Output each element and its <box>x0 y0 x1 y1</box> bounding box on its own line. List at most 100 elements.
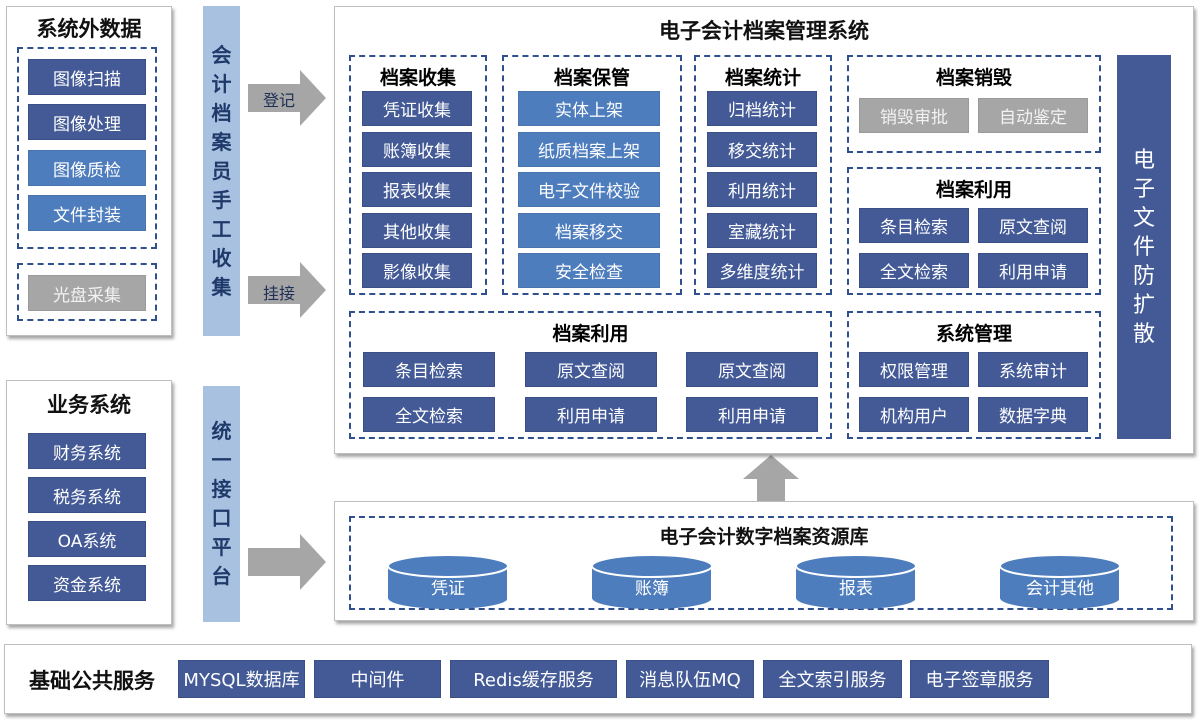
anti-spread-char: 电 <box>1132 147 1155 173</box>
unified-interface-bar: 统 一 接 口 平 台 <box>203 386 240 622</box>
anti-spread-char: 子 <box>1132 176 1155 202</box>
custody-item[interactable]: 纸质档案上架 <box>518 132 660 167</box>
use-bottom-item[interactable]: 原文查阅 <box>525 352 657 387</box>
infra-item-mq[interactable]: 消息队伍MQ <box>626 660 754 698</box>
infra-item-mysql[interactable]: MYSQL数据库 <box>178 660 305 698</box>
optical-group <box>17 263 157 321</box>
repo-item-ledger[interactable]: 账簿 <box>635 579 669 599</box>
use-bottom-item[interactable]: 原文查阅 <box>686 352 818 387</box>
anti-spread-char: 散 <box>1132 321 1155 347</box>
infra-item-fulltext[interactable]: 全文索引服务 <box>763 660 902 698</box>
business-panel: 业务系统 财务系统 税务系统 OA系统 资金系统 <box>6 380 172 625</box>
repo-item-other[interactable]: 会计其他 <box>1026 579 1094 599</box>
up-arrow-icon <box>743 455 799 501</box>
interface-bar-char: 一 <box>211 448 232 472</box>
use-bottom-item[interactable]: 全文检索 <box>363 397 495 432</box>
attach-label: 挂接 <box>263 284 296 303</box>
ext-item-qc[interactable]: 图像质检 <box>28 150 146 186</box>
sysmgmt-item[interactable]: 权限管理 <box>859 352 969 387</box>
stats-title: 档案统计 <box>724 67 801 89</box>
biz-item-tax[interactable]: 税务系统 <box>28 477 146 513</box>
destroy-group <box>847 55 1101 153</box>
sysmgmt-group <box>847 311 1101 439</box>
stats-item[interactable]: 归档统计 <box>707 91 817 126</box>
use-bottom-item[interactable]: 利用申请 <box>525 397 657 432</box>
custody-item[interactable]: 档案移交 <box>518 213 660 248</box>
interface-arrow-icon <box>248 534 326 590</box>
infra-item-esign[interactable]: 电子签章服务 <box>910 660 1049 698</box>
manual-bar-char: 案 <box>211 129 232 154</box>
interface-bar-char: 统 <box>211 419 232 443</box>
biz-item-fund[interactable]: 资金系统 <box>28 565 146 601</box>
database-icon <box>591 554 711 609</box>
manual-bar-char: 集 <box>211 274 232 299</box>
ext-item-package[interactable]: 文件封装 <box>28 195 146 231</box>
use-right-title: 档案利用 <box>935 179 1012 201</box>
database-icon <box>795 554 915 609</box>
interface-bar-char: 接 <box>211 477 232 501</box>
attach-arrow-icon <box>248 262 326 318</box>
use-bottom-item[interactable]: 利用申请 <box>686 397 818 432</box>
infra-item-middleware[interactable]: 中间件 <box>314 660 441 698</box>
custody-group <box>502 55 682 295</box>
collect-item[interactable]: 影像收集 <box>362 253 472 288</box>
stats-item[interactable]: 利用统计 <box>707 172 817 207</box>
sysmgmt-item[interactable]: 系统审计 <box>978 352 1088 387</box>
use-right-item[interactable]: 利用申请 <box>978 253 1088 288</box>
use-bottom-title: 档案利用 <box>552 323 629 345</box>
manual-bar-char: 收 <box>211 245 232 270</box>
repository-group <box>349 516 1173 610</box>
register-arrow-icon <box>248 70 326 126</box>
stats-item[interactable]: 移交统计 <box>707 132 817 167</box>
infrastructure-panel: 基础公共服务 MYSQL数据库 中间件 Redis缓存服务 消息队伍MQ 全文索… <box>4 644 1192 714</box>
collect-item[interactable]: 报表收集 <box>362 172 472 207</box>
anti-spread-bar[interactable]: 电 子 文 件 防 扩 散 <box>1117 55 1171 439</box>
collect-item[interactable]: 其他收集 <box>362 213 472 248</box>
custody-item[interactable]: 实体上架 <box>518 91 660 126</box>
stats-item[interactable]: 多维度统计 <box>707 253 817 288</box>
repository-panel: 电子会计数字档案资源库 凭证 账簿 报表 会计其他 <box>334 501 1194 621</box>
database-icon <box>999 554 1119 609</box>
manual-bar-char: 员 <box>211 158 232 183</box>
sysmgmt-item[interactable]: 数据字典 <box>978 397 1088 432</box>
infrastructure-title: 基础公共服务 <box>29 669 155 693</box>
use-right-group <box>847 167 1101 295</box>
collect-title: 档案收集 <box>379 67 456 89</box>
ext-item-process[interactable]: 图像处理 <box>28 104 146 140</box>
ext-item-optical[interactable]: 光盘采集 <box>28 275 146 311</box>
destroy-item-approve[interactable]: 销毁审批 <box>859 98 969 133</box>
destroy-item-appraise[interactable]: 自动鉴定 <box>978 98 1088 133</box>
manual-bar-char: 会 <box>211 42 232 67</box>
repo-item-voucher[interactable]: 凭证 <box>431 579 465 599</box>
sysmgmt-item[interactable]: 机构用户 <box>859 397 969 432</box>
use-right-item[interactable]: 原文查阅 <box>978 208 1088 243</box>
use-right-item[interactable]: 全文检索 <box>859 253 969 288</box>
external-data-panel: 系统外数据 图像扫描 图像处理 图像质检 文件封装 光盘采集 <box>6 6 172 336</box>
use-bottom-item[interactable]: 条目检索 <box>363 352 495 387</box>
infra-item-redis[interactable]: Redis缓存服务 <box>450 660 617 698</box>
collect-item[interactable]: 账簿收集 <box>362 132 472 167</box>
repo-item-report[interactable]: 报表 <box>839 579 873 599</box>
custody-title: 档案保管 <box>553 67 630 89</box>
register-label: 登记 <box>263 91 296 110</box>
custody-item[interactable]: 安全检查 <box>518 253 660 288</box>
manual-bar-char: 工 <box>211 216 232 241</box>
biz-item-finance[interactable]: 财务系统 <box>28 433 146 469</box>
external-data-title: 系统外数据 <box>36 17 142 41</box>
anti-spread-char: 扩 <box>1132 292 1155 318</box>
use-right-item[interactable]: 条目检索 <box>859 208 969 243</box>
manual-collection-bar: 会 计 档 案 员 手 工 收 集 <box>203 6 240 336</box>
ext-item-scan[interactable]: 图像扫描 <box>28 59 146 95</box>
stats-group <box>694 55 832 295</box>
stats-item[interactable]: 室藏统计 <box>707 213 817 248</box>
business-title: 业务系统 <box>47 393 131 417</box>
anti-spread-char: 防 <box>1132 263 1155 289</box>
external-data-group <box>17 47 157 249</box>
sysmgmt-title: 系统管理 <box>935 323 1012 345</box>
repository-title: 电子会计数字档案资源库 <box>659 526 869 548</box>
collect-item[interactable]: 凭证收集 <box>362 91 472 126</box>
interface-bar-char: 台 <box>211 564 232 588</box>
custody-item[interactable]: 电子文件校验 <box>518 172 660 207</box>
database-icon <box>387 554 507 609</box>
biz-item-oa[interactable]: OA系统 <box>28 521 146 557</box>
